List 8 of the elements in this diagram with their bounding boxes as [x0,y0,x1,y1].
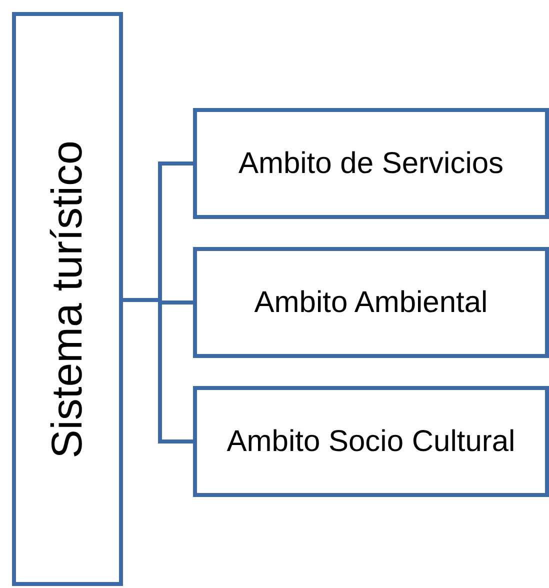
process-box [193,108,549,219]
vertical-title: Sistema turístico [43,140,92,458]
box-label: Ambito de Servicios [238,148,504,180]
process-box [193,386,549,497]
process-box [193,247,549,358]
box-label: Ambito Socio Cultural [226,426,516,458]
box-label: Ambito Ambiental [254,286,488,318]
vertical-box [12,12,123,586]
